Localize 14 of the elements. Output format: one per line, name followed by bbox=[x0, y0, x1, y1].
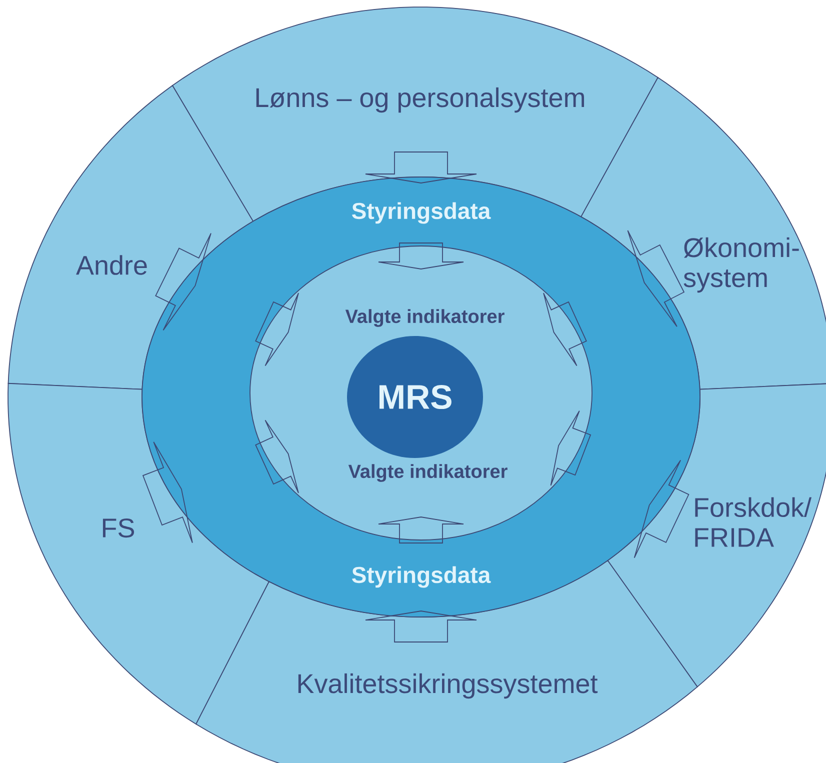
ring-segment: Forskdok/ FRIDA bbox=[607, 382, 826, 688]
block-arrow bbox=[155, 232, 212, 331]
block-arrow bbox=[543, 292, 587, 366]
block-arrow bbox=[378, 242, 464, 270]
block-arrow bbox=[634, 460, 690, 558]
block-arrow bbox=[627, 230, 685, 328]
block-arrow bbox=[142, 442, 193, 544]
ring-segment: FS bbox=[8, 382, 270, 725]
node-label: Kvalitetssikringssystemet bbox=[298, 673, 598, 699]
block-arrow bbox=[365, 610, 477, 642]
block-arrow bbox=[255, 292, 299, 366]
block-arrow bbox=[365, 152, 477, 184]
block-arrow bbox=[255, 420, 299, 494]
block-arrow bbox=[378, 516, 464, 544]
